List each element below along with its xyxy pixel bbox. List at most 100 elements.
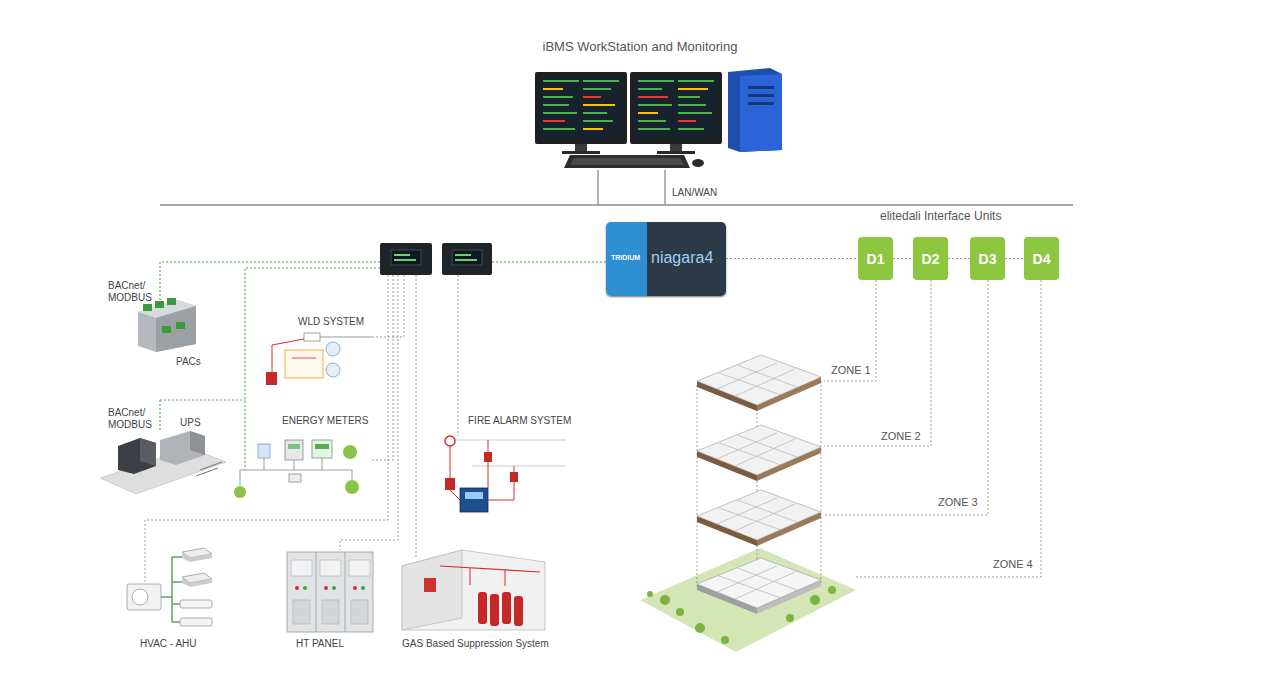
fire-alarm-illustration [445, 478, 455, 490]
building-illustration [717, 498, 777, 524]
building-illustration [640, 355, 856, 652]
pac-controller [143, 304, 152, 311]
ups-illustration [118, 438, 156, 474]
ht-panel-illustration [322, 600, 339, 624]
bacnet-wires [160, 262, 606, 470]
building-illustration [717, 433, 797, 466]
equipment-label: PACs [176, 356, 201, 368]
workstation-illustration [543, 88, 563, 90]
building-illustration [695, 623, 705, 633]
workstation-illustration [535, 72, 627, 144]
gas-suppression-illustration [440, 566, 540, 572]
field-controller [455, 254, 471, 256]
workstation-illustration [678, 96, 700, 98]
building-illustration [717, 566, 797, 599]
energy-meter-illustration [258, 444, 270, 458]
workstation-illustration [543, 128, 575, 130]
wld-illustration [272, 345, 273, 372]
energy-meter-illustration [289, 474, 301, 482]
building-illustration [697, 425, 821, 475]
wld-illustration [318, 337, 372, 338]
energy-meter-illustration [264, 458, 265, 470]
workstation-illustration [539, 76, 623, 139]
pac-controller [138, 300, 196, 352]
building-illustration [737, 500, 797, 522]
ht-panel-illustration [287, 552, 373, 632]
workstation-illustration [570, 158, 684, 165]
zone-label: ZONE 1 [831, 364, 871, 377]
ht-panel-illustration [353, 586, 357, 590]
network-wires [160, 204, 1073, 206]
interface-unit: D2 [913, 237, 948, 280]
building-illustration [640, 548, 856, 652]
ups-illustration [200, 462, 222, 470]
workstation-illustration [638, 96, 668, 98]
hvac-illustration [161, 557, 182, 622]
field-wires [416, 275, 417, 558]
energy-meter-illustration [343, 445, 357, 459]
ups-illustration [190, 431, 205, 455]
workstation-illustration [583, 88, 611, 90]
workstation-illustration [748, 94, 774, 97]
workstation-illustration [678, 128, 704, 130]
wld-illustration [272, 339, 304, 345]
fire-alarm-illustration [450, 446, 451, 478]
equipment-label: HVAC - AHU [140, 638, 197, 650]
fire-alarm-illustration [488, 440, 489, 488]
energy-meter-illustration [234, 486, 246, 498]
building-illustration [717, 363, 797, 396]
protocol-label: BACnet/ MODBUS [108, 280, 160, 304]
interface-unit: D4 [1024, 237, 1059, 280]
node-text: D1 [867, 251, 885, 267]
fire-alarm-illustration [510, 472, 518, 482]
zone-leader [824, 280, 988, 515]
building-illustration [647, 586, 836, 644]
workstation-illustration [638, 120, 666, 122]
gas-suppression-illustration [424, 578, 436, 592]
node-text: TRIDIUM [611, 254, 640, 261]
zone-leader [856, 280, 1041, 577]
hvac-illustration [127, 584, 161, 610]
equipment-label: WLD SYSTEM [298, 316, 364, 328]
energy-meter-illustration [234, 440, 359, 498]
fire-alarm-illustration [445, 436, 566, 512]
workstation-illustration [564, 155, 690, 168]
building-illustration [737, 365, 797, 387]
building-illustration [735, 572, 795, 599]
workstation-illustration [543, 120, 565, 122]
field-wires [372, 275, 393, 460]
workstation-illustration [678, 88, 708, 90]
building-illustration [676, 608, 684, 616]
equipment-label: GAS Based Suppression System [402, 638, 549, 650]
ht-panel-illustration [361, 586, 365, 590]
building-illustration [737, 435, 797, 457]
building-illustration [697, 381, 821, 612]
gas-suppression-illustration [402, 550, 545, 630]
workstation-illustration [630, 72, 722, 144]
fire-alarm-illustration [488, 500, 514, 501]
diagram-title: iBMS WorkStation and Monitoring [440, 39, 840, 54]
workstation-illustration [634, 76, 718, 139]
wld-illustration [285, 350, 323, 378]
workstation-illustration [728, 68, 782, 152]
node-text: D4 [1033, 251, 1051, 267]
building-illustration [717, 566, 777, 592]
workstation-illustration [583, 96, 601, 98]
equipment-label: UPS [180, 417, 201, 429]
building-illustration [786, 614, 794, 622]
gas-suppression-illustration [505, 570, 506, 586]
fire-alarm-illustration [514, 466, 515, 500]
gas-suppression-illustration [402, 550, 545, 630]
wld-illustration [326, 342, 340, 356]
connector-line [726, 258, 858, 259]
pac-controller [176, 322, 185, 329]
node-text: D3 [979, 251, 997, 267]
wld-illustration [266, 372, 277, 385]
building-illustration [697, 558, 821, 614]
energy-meter-illustration [312, 440, 332, 458]
building-illustration [697, 490, 821, 546]
hvac-illustration [127, 548, 212, 626]
